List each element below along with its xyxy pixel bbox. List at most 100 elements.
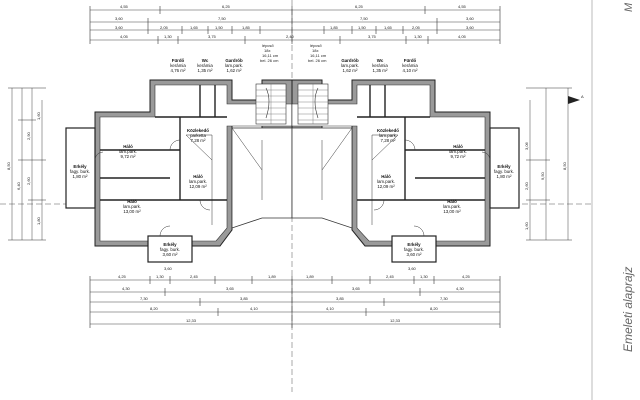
svg-text:4,30: 4,30 (122, 286, 131, 291)
svg-text:fagy. burk.: fagy. burk. (494, 169, 514, 174)
room-label-halo1-l: Háló lam.park. 9,72 m² (119, 144, 137, 159)
svg-text:2,05: 2,05 (160, 25, 169, 30)
svg-text:8,20: 8,20 (430, 306, 439, 311)
svg-text:1,30: 1,30 (156, 274, 165, 279)
room-label-gardrob-l: Gardrób lam.park. 1,62 m² (225, 58, 243, 73)
svg-text:1,50: 1,50 (358, 25, 367, 30)
svg-text:Erkély: Erkély (407, 242, 421, 247)
svg-text:13,00 m²: 13,00 m² (443, 209, 461, 214)
svg-text:Háló: Háló (193, 174, 203, 179)
svg-text:1,30: 1,30 (414, 34, 423, 39)
svg-text:9,72 m²: 9,72 m² (121, 154, 136, 159)
svg-text:4,30: 4,30 (456, 286, 465, 291)
svg-text:1,60: 1,60 (36, 111, 41, 120)
svg-text:Közlekedő: Közlekedő (377, 128, 399, 133)
svg-text:Gardrób: Gardrób (341, 58, 359, 63)
svg-text:Erkély: Erkély (73, 164, 87, 169)
svg-text:7,28 m²: 7,28 m² (191, 138, 206, 143)
stair-note-right: lépcső 18x 16,11 cm bel. 26 cm (308, 43, 327, 63)
balcony-south-left (147, 235, 193, 263)
svg-text:4,10: 4,10 (326, 306, 335, 311)
svg-text:4,10 m²: 4,10 m² (403, 68, 418, 73)
svg-text:1,35 m²: 1,35 m² (198, 68, 213, 73)
svg-text:16,11 cm: 16,11 cm (262, 53, 279, 58)
svg-text:1,85: 1,85 (242, 25, 251, 30)
svg-text:2,05: 2,05 (412, 25, 421, 30)
svg-text:18x: 18x (312, 48, 318, 53)
svg-text:lam.park.: lam.park. (189, 179, 207, 184)
svg-text:3,60 m²: 3,60 m² (407, 252, 422, 257)
room-label-halo3-l: Háló lam.park. 13,00 m² (123, 199, 141, 214)
svg-text:fagy. burk.: fagy. burk. (70, 169, 90, 174)
svg-text:7,50: 7,50 (360, 16, 369, 21)
stair-right (297, 83, 329, 125)
svg-text:3,60 m²: 3,60 m² (163, 252, 178, 257)
svg-text:12,09 m²: 12,09 m² (189, 184, 207, 189)
svg-text:9,50: 9,50 (540, 171, 545, 180)
svg-text:Háló: Háló (381, 174, 391, 179)
svg-text:4,05: 4,05 (120, 34, 129, 39)
svg-text:A: A (581, 94, 584, 99)
stair-note-left: lépcső 18x 16,11 cm bel. 26 cm (260, 43, 279, 63)
svg-text:18x: 18x (264, 48, 270, 53)
svg-text:12,33: 12,33 (390, 318, 401, 323)
svg-text:Fürdő: Fürdő (404, 58, 417, 63)
svg-text:1,65: 1,65 (190, 25, 199, 30)
svg-text:1,62 m²: 1,62 m² (227, 68, 242, 73)
svg-text:1,89: 1,89 (306, 274, 315, 279)
sheet-title: Emeleti alaprajz (621, 267, 635, 352)
room-label-wc-l: Wc kerámia 1,35 m² (197, 58, 213, 73)
svg-text:6,40: 6,40 (16, 181, 21, 190)
svg-text:4,55: 4,55 (120, 4, 129, 9)
svg-text:kerámia: kerámia (372, 63, 388, 68)
room-label-halo3-r: Háló lam.park. 13,00 m² (443, 199, 461, 214)
svg-text:Közlekedő: Közlekedő (187, 128, 209, 133)
svg-text:8,20: 8,20 (150, 306, 159, 311)
svg-text:Háló: Háló (127, 199, 137, 204)
stair-left (255, 83, 287, 125)
svg-text:2,90: 2,90 (26, 131, 31, 140)
balcony-west (65, 127, 96, 209)
svg-text:7,50: 7,50 (218, 16, 227, 21)
room-label-gardrob-r: Gardrób lam.park. 1,62 m² (341, 58, 359, 73)
svg-text:3,75: 3,75 (368, 34, 377, 39)
svg-text:lam.park.: lam.park. (379, 133, 397, 138)
svg-text:Háló: Háló (453, 144, 463, 149)
svg-text:1,50: 1,50 (215, 25, 224, 30)
svg-text:lam.park.: lam.park. (449, 149, 467, 154)
svg-text:16,11 cm: 16,11 cm (310, 53, 327, 58)
svg-text:1,60: 1,60 (524, 221, 529, 230)
svg-text:1,80: 1,80 (36, 216, 41, 225)
balcony-width-label: 3,60 (164, 266, 173, 271)
svg-text:1,35 m²: 1,35 m² (373, 68, 388, 73)
svg-text:kerámia: kerámia (197, 63, 213, 68)
section-marker-a: A (568, 94, 584, 104)
room-label-furdo-r: Fürdő kerámia 4,10 m² (402, 58, 418, 73)
room-label-furdo-l: Fürdő kerámia 4,76 m² (170, 58, 186, 73)
svg-text:6,25: 6,25 (355, 4, 364, 9)
svg-text:4,05: 4,05 (458, 34, 467, 39)
building-outline (94, 79, 491, 247)
room-label-halo2-l: Háló lam.park. 12,09 m² (189, 174, 207, 189)
svg-text:4,10: 4,10 (250, 306, 259, 311)
scale-label: M = (623, 0, 635, 12)
room-label-kozlekedo-l: Közlekedő parketta 7,28 m² (187, 128, 209, 143)
room-label-erkely-sl: Erkély fagy. burk. 3,60 m² (160, 242, 180, 257)
svg-text:3,75: 3,75 (208, 34, 217, 39)
svg-text:3,60: 3,60 (115, 16, 124, 21)
room-label-erkely-sr: Erkély fagy. burk. 3,60 m² (404, 242, 424, 257)
svg-text:8,50: 8,50 (562, 161, 567, 170)
svg-text:2,40: 2,40 (286, 34, 295, 39)
svg-text:3,65: 3,65 (352, 286, 361, 291)
svg-text:3,60: 3,60 (466, 16, 475, 21)
svg-text:kerámia: kerámia (170, 63, 186, 68)
room-label-wc-r: Wc kerámia 1,35 m² (372, 58, 388, 73)
svg-text:lépcső: lépcső (310, 43, 322, 48)
svg-text:3,06: 3,06 (524, 141, 529, 150)
svg-text:7,30: 7,30 (440, 296, 449, 301)
svg-text:1,30: 1,30 (164, 34, 173, 39)
svg-text:4,55: 4,55 (458, 4, 467, 9)
balcony-east (489, 127, 520, 209)
svg-text:Háló: Háló (123, 144, 133, 149)
